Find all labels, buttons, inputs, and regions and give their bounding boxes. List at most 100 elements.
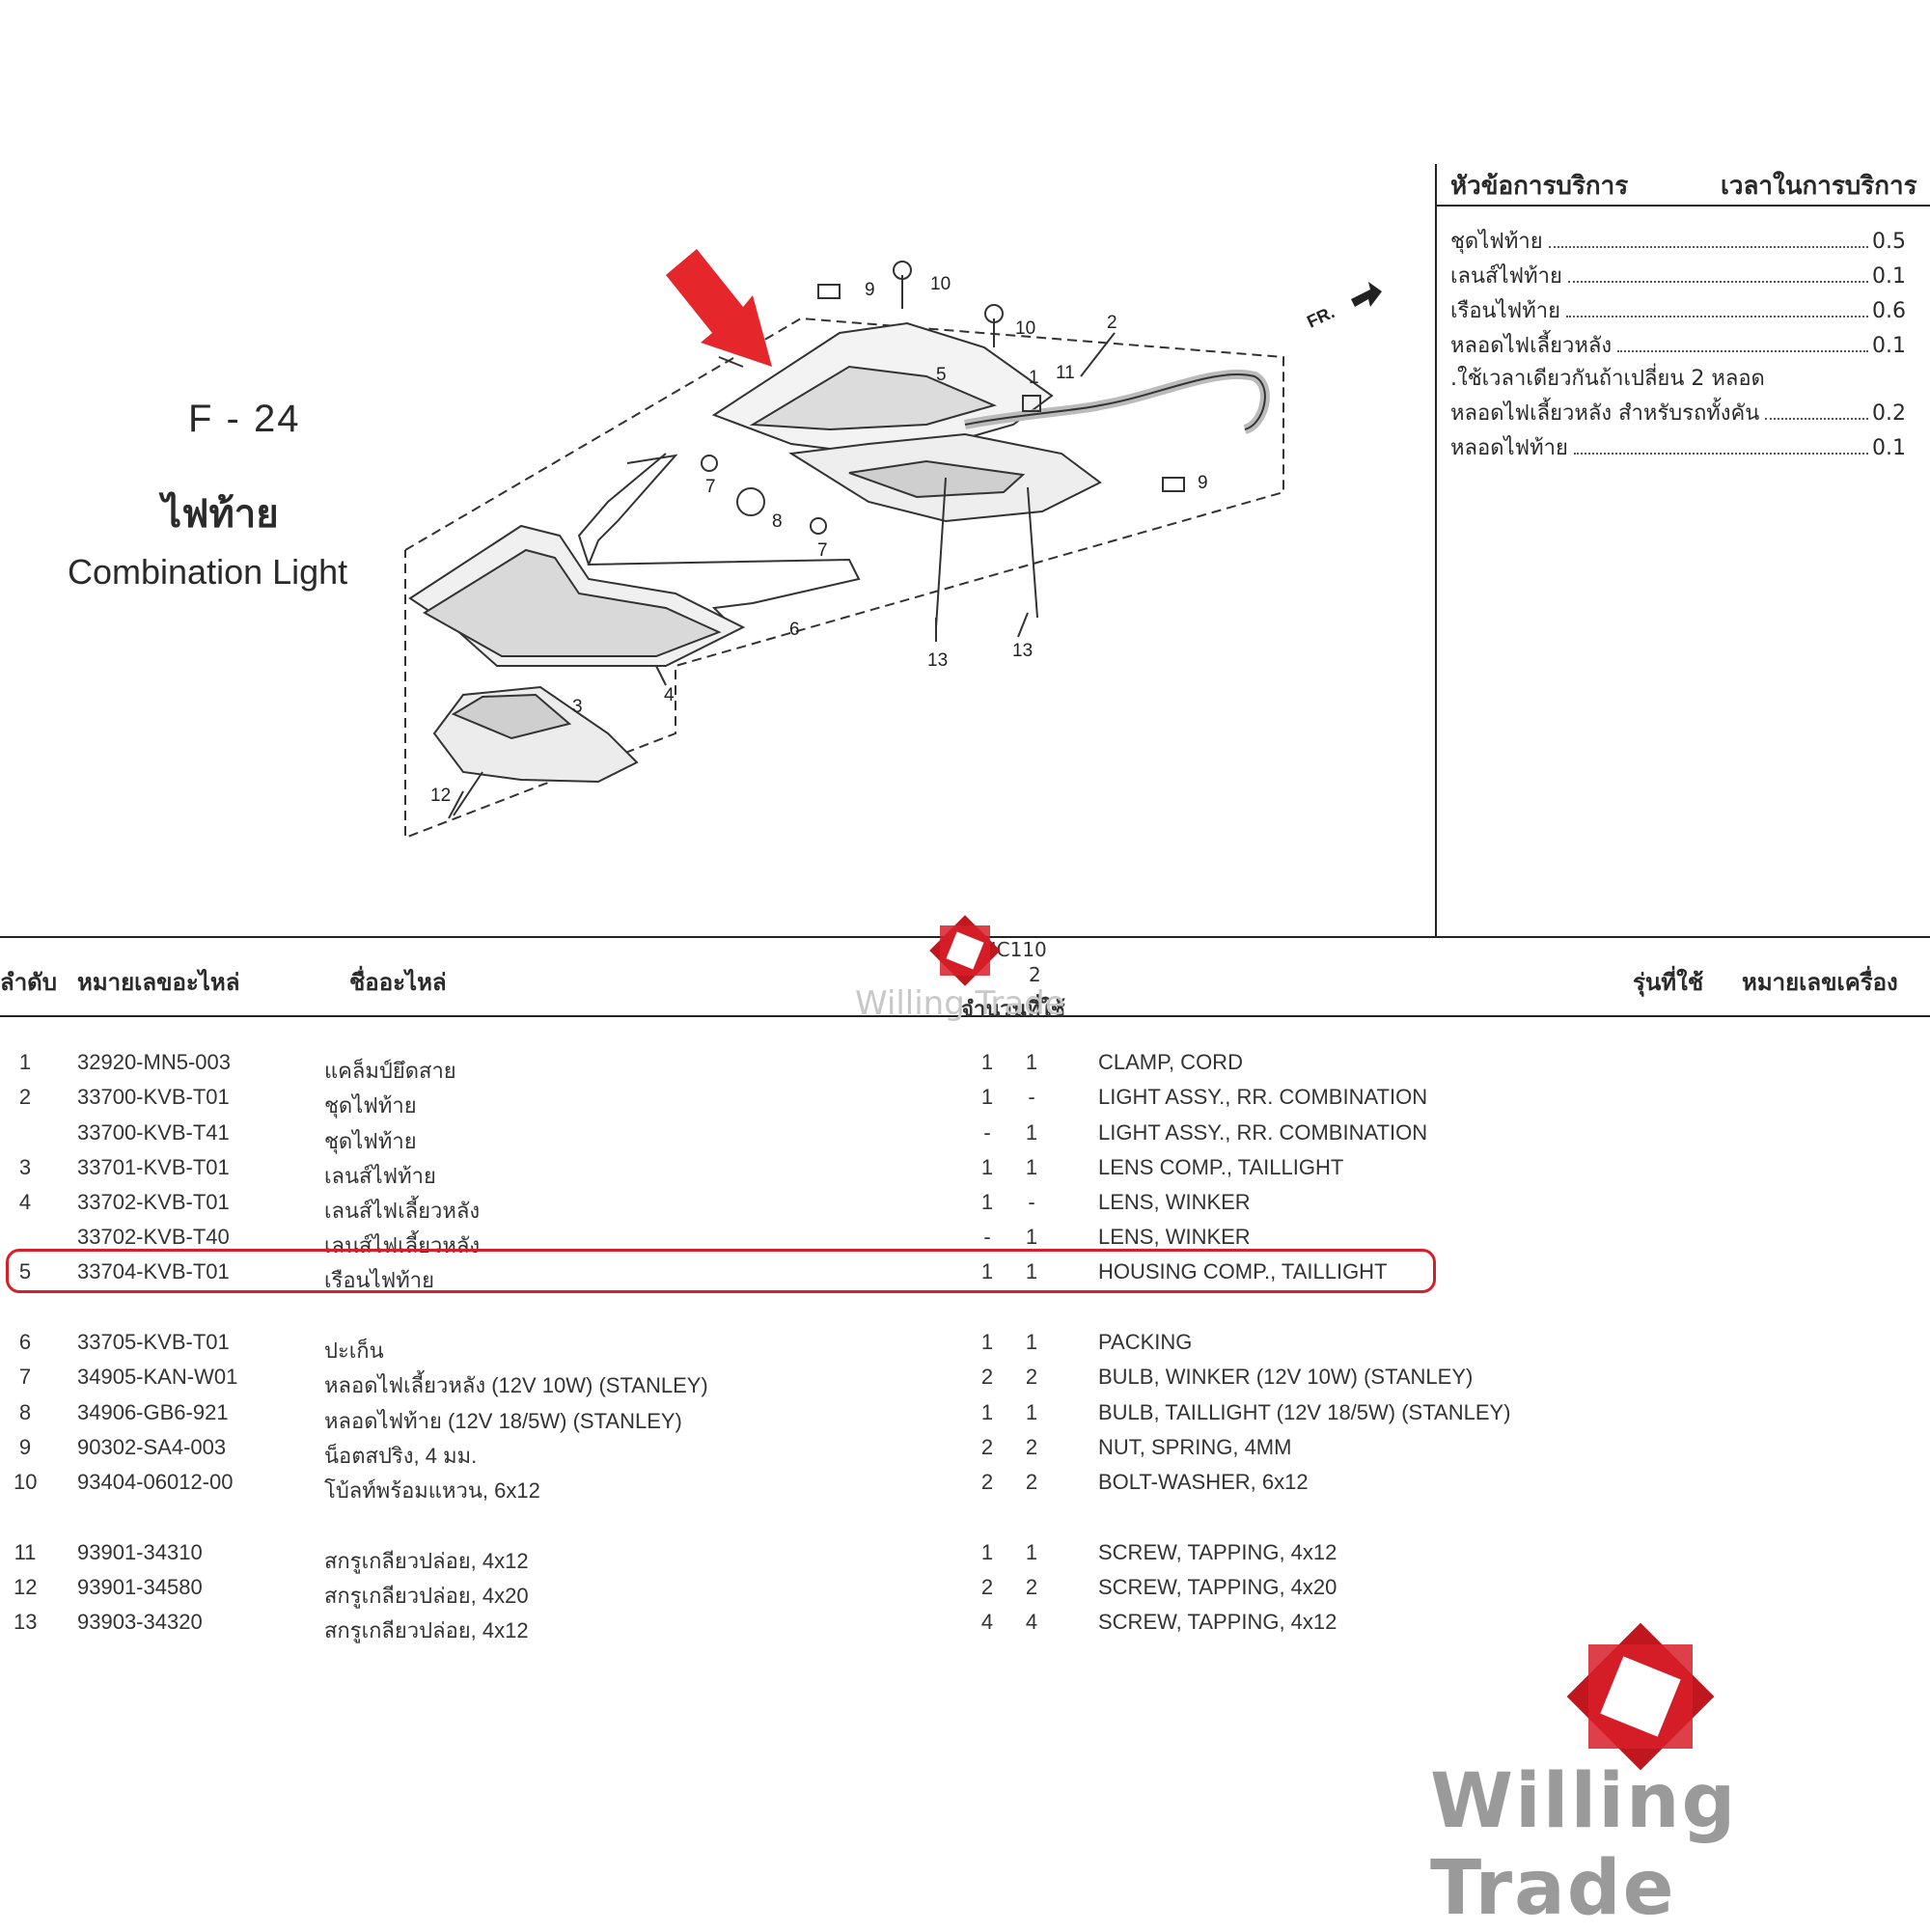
row-number: 7 [18,1365,32,1389]
exploded-parts-diagram: FR. 1 2 3 4 5 6 7 7 8 9 9 10 10 11 12 13… [404,249,1382,840]
callout-7b: 7 [817,540,828,561]
callout-11: 11 [1056,363,1075,383]
row-number: 3 [18,1155,32,1179]
watermark-text-small: Willing Trade [855,984,1065,1023]
callout-13a: 13 [927,650,948,671]
callout-10a: 10 [930,274,951,294]
callout-13b: 13 [1012,641,1033,661]
part-name-english: CLAMP, CORD [1098,1050,1243,1074]
quantity-model-1: - [983,1225,991,1249]
figure-title-thai: ไฟท้าย [162,492,279,537]
part-name-thai: โบ้ลท์พร้อมแหวน, 6x12 [324,1478,540,1503]
part-number: 33705-KVB-T01 [77,1330,230,1354]
quantity-model-1: - [983,1120,991,1145]
row-number: 11 [14,1540,37,1564]
leader-dots [1567,281,1868,283]
part-number: 32920-MN5-003 [77,1050,231,1074]
row-number: 2 [18,1085,32,1109]
quantity-model-1: 1 [980,1190,994,1214]
service-time-value: 0.2 [1872,401,1906,426]
figure-code: F - 24 [188,398,301,440]
service-time-panel [1435,164,1930,936]
callout-labels: 1 2 3 4 5 6 7 7 8 9 9 10 10 11 12 13 13 [430,274,1208,806]
part-number: 33700-KVB-T01 [77,1085,230,1109]
highlight-ring [6,1249,1436,1293]
part-name-english: SCREW, TAPPING, 4x20 [1098,1575,1337,1599]
front-direction-arrow: FR. [1304,282,1382,332]
row-number: 13 [14,1610,38,1634]
watermark-logo-large [1566,1622,1715,1771]
part-name-thai: ชุดไฟท้าย [324,1093,417,1118]
row-number: 4 [18,1190,32,1214]
part-number: 34906-GB6-921 [77,1400,229,1424]
callout-2: 2 [1107,313,1117,333]
callout-6: 6 [789,620,800,640]
part-name-english: BOLT-WASHER, 6x12 [1098,1470,1309,1494]
service-topic-header: หัวข้อการบริการ [1450,172,1629,201]
part-name-thai: หลอดไฟท้าย (12V 18/5W) (STANLEY) [324,1409,682,1433]
service-label: หลอดไฟท้าย [1450,436,1568,460]
callout-12: 12 [430,786,451,806]
col-header-qty: จำนวนที่ใช้ [961,998,1065,1022]
part-name-english: LENS, WINKER [1098,1190,1251,1214]
callout-5: 5 [936,365,947,385]
watermark-text-large: Willing Trade [1430,1758,1738,1932]
service-row: .ใช้เวลาเดียวกันถ้าเปลี่ยน 2 หลอด [1450,361,1906,394]
row-number: 12 [14,1575,38,1599]
col-header-engine-no: หมายเลขเครื่อง [1742,969,1898,996]
service-time-header: เวลาในการบริการ [1721,172,1917,201]
part-name-english: HOUSING COMP., TAILLIGHT [1098,1259,1388,1283]
quantity-model-2: 1 [1025,1155,1038,1179]
col-header-name: ชื่ออะไหล่ [349,969,447,996]
service-label: เรือนไฟท้าย [1450,299,1560,323]
part-number: 33700-KVB-T41 [77,1120,230,1145]
part-name-english: PACKING [1098,1330,1193,1354]
service-time-value: 0.1 [1872,264,1906,289]
row-number: 5 [18,1259,32,1283]
part-name-thai: น็อตสปริง, 4 มม. [324,1444,478,1468]
part-name-thai: แคล็มป์ยึดสาย [324,1059,456,1083]
part-name-english: LIGHT ASSY., RR. COMBINATION [1098,1085,1428,1109]
leader-dots [1617,350,1868,352]
figure-title-english: Combination Light [68,552,348,592]
part-name-thai: ชุดไฟท้าย [324,1129,417,1153]
part-number: 33704-KVB-T01 [77,1259,230,1283]
row-number: 8 [18,1400,32,1424]
quantity-model-2: - [1028,1190,1035,1214]
quantity-model-1: 2 [980,1470,994,1494]
service-label: หลอดไฟเลี้ยวหลัง สำหรับรถทั้งคัน [1450,401,1760,426]
part-number: 93901-34580 [77,1575,203,1599]
callout-9b: 9 [1198,473,1208,493]
quantity-model-1: 1 [980,1155,994,1179]
part-name-english: BULB, TAILLIGHT (12V 18/5W) (STANLEY) [1098,1400,1511,1424]
col-header-model-qty: 2 [1029,963,1041,986]
callout-3: 3 [572,697,583,717]
part-name-english: SCREW, TAPPING, 4x12 [1098,1540,1337,1564]
quantity-model-2: 2 [1025,1575,1038,1599]
part-number: 33702-KVB-T40 [77,1225,230,1249]
row-number: 10 [14,1470,38,1494]
part-name-thai: เลนส์ไฟเลี้ยวหลัง [324,1233,481,1257]
quantity-model-1: 2 [980,1365,994,1389]
row-number: 6 [18,1330,32,1354]
part-name-thai: เลนส์ไฟเลี้ยวหลัง [324,1199,481,1223]
quantity-model-1: 1 [980,1540,994,1564]
part-number: 34905-KAN-W01 [77,1365,238,1389]
part-name-thai: เรือนไฟท้าย [324,1268,434,1292]
service-time-value: 0.5 [1872,230,1906,254]
quantity-model-2: 2 [1025,1365,1038,1389]
service-label: .ใช้เวลาเดียวกันถ้าเปลี่ยน 2 หลอด [1450,367,1765,391]
service-label: หลอดไฟเลี้ยวหลัง [1450,334,1613,358]
